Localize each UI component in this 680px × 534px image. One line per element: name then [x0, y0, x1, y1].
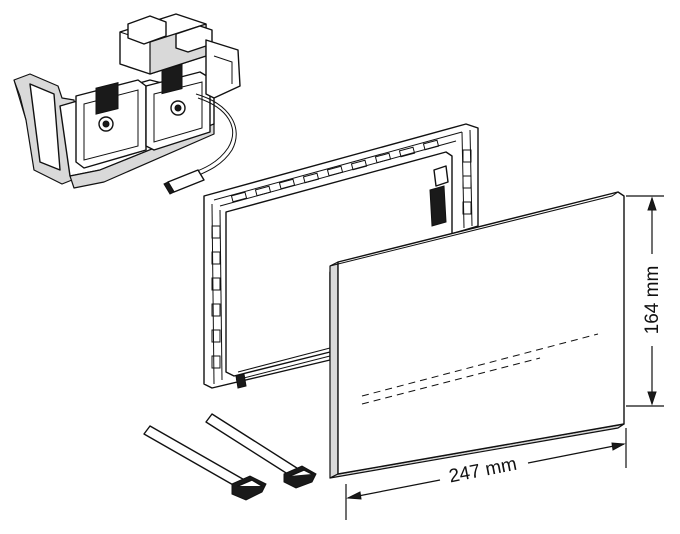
actuator-plate — [329, 191, 625, 479]
frame-top-slots — [213, 131, 463, 207]
width-label: 247 mm — [447, 454, 518, 488]
height-dimension: 164 mm — [626, 195, 664, 407]
frame-right-slots — [461, 129, 473, 229]
installation-rods — [143, 413, 317, 501]
height-label: 164 mm — [642, 266, 663, 335]
actuator-module — [13, 13, 241, 195]
frame-left-slots — [211, 203, 223, 385]
